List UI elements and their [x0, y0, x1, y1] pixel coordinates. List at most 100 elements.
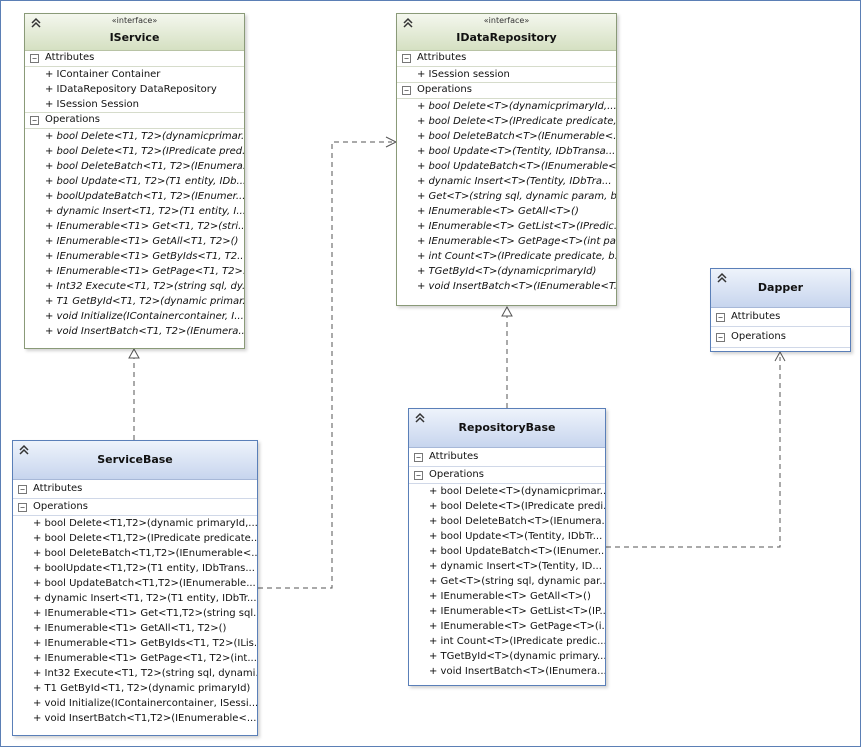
attributes-label: Attributes	[429, 451, 479, 462]
attributes-section[interactable]: − Attributes	[13, 480, 257, 499]
operation-item: + bool DeleteBatch<T1,T2>(IEnumerable<..…	[33, 548, 257, 559]
attribute-item: + IDataRepository DataRepository	[45, 84, 217, 95]
operation-item: + int Count<T>(IPredicate predic...	[429, 636, 605, 647]
operation-item: + TGetById<T>(dynamicprimaryId)	[417, 266, 597, 277]
operation-item: + IEnumerable<T> GetList<T>(IP...	[429, 606, 605, 617]
repositorybase-class[interactable]: RepositoryBase − Attributes − Operations…	[408, 408, 606, 686]
realization-arrowhead-iservice	[128, 347, 140, 359]
operation-item: + IEnumerable<T> GetPage<T>(i...	[429, 621, 605, 632]
attributes-label: Attributes	[731, 311, 781, 322]
attributes-section[interactable]: − Attributes	[397, 51, 616, 67]
collapse-chevron-icon[interactable]	[402, 17, 414, 29]
stereotype-label: «interface»	[483, 16, 530, 25]
operations-section[interactable]: − Operations	[25, 112, 244, 129]
operation-item: + IEnumerable<T1> GetByIds<T1, T2>(ILis.…	[33, 638, 257, 649]
attributes-section[interactable]: − Attributes	[25, 51, 244, 67]
attributes-label: Attributes	[417, 52, 467, 63]
operation-item: + void InsertBatch<T1, T2>(IEnumera...	[45, 326, 244, 337]
collapse-minus-icon[interactable]: −	[716, 333, 725, 342]
operation-item: + void Initialize(IContainercontainer, I…	[33, 698, 257, 709]
operation-item: + boolUpdateBatch<T1, T2>(IEnumer...	[45, 191, 244, 202]
collapse-minus-icon[interactable]: −	[414, 471, 423, 480]
operations-section[interactable]: − Operations	[409, 467, 605, 484]
operation-item: + bool Delete<T>(dynamicprimaryId,...	[417, 101, 616, 112]
collapse-minus-icon[interactable]: −	[18, 485, 27, 494]
operation-item: + void InsertBatch<T>(IEnumerable<T...	[417, 281, 616, 292]
operations-label: Operations	[33, 501, 88, 512]
operations-section[interactable]: − Operations	[13, 499, 257, 516]
operation-item: + bool UpdateBatch<T>(IEnumer...	[429, 546, 605, 557]
servicebase-class[interactable]: ServiceBase − Attributes − Operations + …	[12, 440, 258, 736]
operations-section[interactable]: − Operations	[397, 82, 616, 99]
operation-item: + bool DeleteBatch<T>(IEnumerable<...	[417, 131, 616, 142]
collapse-minus-icon[interactable]: −	[30, 54, 39, 63]
operation-item: + T1 GetById<T1, T2>(dynamic primaryId)	[33, 683, 251, 694]
operation-item: + void Initialize(IContainercontainer, I…	[45, 311, 244, 322]
operations-label: Operations	[45, 114, 100, 125]
operations-list: + bool Delete<T>(dynamicprimaryId,... + …	[397, 99, 616, 294]
operation-item: + bool Delete<T1,T2>(dynamic primaryId,.…	[33, 518, 257, 529]
operation-item: + Int32 Execute<T1, T2>(string sql, dy..…	[45, 281, 244, 292]
operation-item: + IEnumerable<T> GetAll<T>()	[429, 591, 591, 602]
operations-list: + bool Delete<T1, T2>(dynamicprimar... +…	[25, 129, 244, 339]
attributes-list: + ISession session	[397, 67, 616, 82]
attributes-label: Attributes	[45, 52, 95, 63]
class-name: IDataRepository	[456, 31, 557, 44]
collapse-minus-icon[interactable]: −	[30, 116, 39, 125]
iservice-interface[interactable]: «interface» IService − Attributes + ICon…	[24, 13, 245, 349]
collapse-minus-icon[interactable]: −	[402, 54, 411, 63]
collapse-minus-icon[interactable]: −	[414, 453, 423, 462]
attribute-item: + ISession session	[417, 69, 510, 80]
operation-item: + IEnumerable<T1> GetPage<T1, T2>(int...	[33, 653, 257, 664]
operation-item: + Int32 Execute<T1, T2>(string sql, dyna…	[33, 668, 257, 679]
attributes-section[interactable]: − Attributes	[409, 448, 605, 467]
operation-item: + int Count<T>(IPredicate predicate, b..…	[417, 251, 616, 262]
operation-item: + bool Delete<T>(dynamicprimar...	[429, 486, 605, 497]
dapper-class[interactable]: Dapper − Attributes − Operations	[710, 268, 851, 352]
operation-item: + IEnumerable<T> GetList<T>(IPredic...	[417, 221, 616, 232]
collapse-minus-icon[interactable]: −	[402, 86, 411, 95]
repositorybase-uses-dapper	[606, 357, 781, 548]
attributes-label: Attributes	[33, 483, 83, 494]
operation-item: + T1 GetById<T1, T2>(dynamic primar...	[45, 296, 244, 307]
operation-item: + boolUpdate<T1,T2>(T1 entity, IDbTrans.…	[33, 563, 255, 574]
operation-item: + bool UpdateBatch<T1,T2>(IEnumerable...	[33, 578, 256, 589]
class-name: ServiceBase	[97, 453, 173, 466]
operation-item: + IEnumerable<T1> Get<T1, T2>(stri...	[45, 221, 244, 232]
dependency-arrowhead-dapper	[774, 350, 786, 362]
operation-item: + dynamic Insert<T1, T2>(T1 entity, I...	[45, 206, 244, 217]
dapper-header: Dapper	[711, 269, 850, 308]
attributes-list: + IContainer Container + IDataRepository…	[25, 67, 244, 112]
attribute-item: + ISession Session	[45, 99, 139, 110]
class-name: IService	[109, 31, 160, 44]
operation-item: + void InsertBatch<T1,T2>(IEnumerable<..…	[33, 713, 257, 724]
realization-arrowhead-idatarepository	[501, 305, 513, 317]
idatarepository-header: «interface» IDataRepository	[397, 14, 616, 51]
class-name: RepositoryBase	[458, 421, 556, 434]
operations-list: + bool Delete<T1,T2>(dynamic primaryId,.…	[13, 516, 257, 726]
operation-item: + TGetById<T>(dynamic primary...	[429, 651, 605, 662]
iservice-header: «interface» IService	[25, 14, 244, 51]
operation-item: + bool Delete<T>(IPredicate predicate,..…	[417, 116, 616, 127]
operations-section[interactable]: − Operations	[711, 327, 850, 348]
operations-label: Operations	[429, 469, 484, 480]
operation-item: + bool Delete<T1,T2>(IPredicate predicat…	[33, 533, 257, 544]
operation-item: + bool Delete<T1, T2>(dynamicprimar...	[45, 131, 244, 142]
idatarepository-interface[interactable]: «interface» IDataRepository − Attributes…	[396, 13, 617, 306]
collapse-chevron-icon[interactable]	[18, 444, 30, 456]
operation-item: + bool DeleteBatch<T1, T2>(IEnumera...	[45, 161, 244, 172]
stereotype-label: «interface»	[111, 16, 158, 25]
operation-item: + IEnumerable<T1> GetAll<T1, T2>()	[45, 236, 239, 247]
operation-item: + IEnumerable<T1> GetPage<T1, T2>...	[45, 266, 244, 277]
collapse-chevron-icon[interactable]	[716, 272, 728, 284]
operation-item: + bool Update<T1, T2>(T1 entity, IDb...	[45, 176, 244, 187]
collapse-minus-icon[interactable]: −	[716, 313, 725, 322]
collapse-chevron-icon[interactable]	[414, 412, 426, 424]
collapse-minus-icon[interactable]: −	[18, 503, 27, 512]
attributes-section[interactable]: − Attributes	[711, 308, 850, 327]
operation-item: + bool UpdateBatch<T>(IEnumerable<...	[417, 161, 616, 172]
repositorybase-header: RepositoryBase	[409, 409, 605, 448]
operations-label: Operations	[731, 331, 786, 342]
collapse-chevron-icon[interactable]	[30, 17, 42, 29]
